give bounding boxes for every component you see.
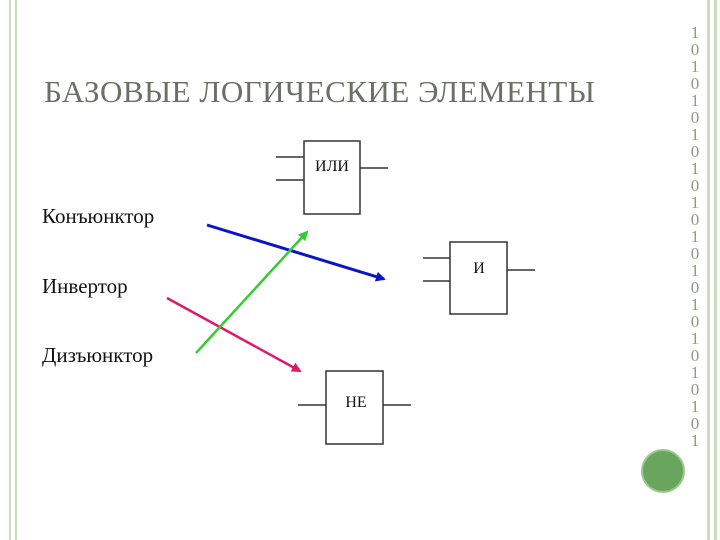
or-gate-body (303, 140, 361, 215)
binary-digit: 0 (690, 142, 700, 161)
binary-digit: 1 (690, 397, 700, 416)
binary-digit: 0 (690, 380, 700, 399)
and-gate: И (423, 241, 535, 315)
binary-digit: 0 (690, 414, 700, 433)
term-inverter: Инвертор (42, 274, 128, 298)
and-gate-body (449, 241, 508, 315)
left-border-stripe (9, 0, 11, 540)
arrow-conjunctor-to-and (206, 223, 386, 282)
binary-digit: 0 (690, 210, 700, 229)
binary-digit: 1 (690, 125, 700, 144)
binary-digit: 1 (690, 261, 700, 280)
not-gate-label: НЕ (345, 394, 366, 411)
not-gate-body (325, 370, 384, 445)
decorative-green-circle (641, 449, 685, 493)
or-gate: ИЛИ (276, 140, 388, 215)
binary-digit: 0 (690, 40, 700, 59)
or-gate-label: ИЛИ (315, 158, 349, 175)
binary-digit: 1 (690, 363, 700, 382)
binary-digit: 0 (690, 74, 700, 93)
binary-digit: 1 (690, 159, 700, 178)
and-gate-label: И (473, 260, 485, 277)
binary-digit: 0 (690, 312, 700, 331)
right-border-stripe (707, 0, 710, 540)
binary-digit: 0 (690, 176, 700, 195)
binary-digit: 1 (690, 431, 700, 450)
slide-title: БАЗОВЫЕ ЛОГИЧЕСКИЕ ЭЛЕМЕНТЫ (44, 74, 596, 109)
binary-digit: 1 (690, 329, 700, 348)
binary-digit: 1 (690, 295, 700, 314)
term-disjunctor: Дизъюнктор (42, 343, 154, 367)
binary-digit: 1 (690, 193, 700, 212)
binary-digit: 0 (690, 346, 700, 365)
binary-digit: 0 (690, 278, 700, 297)
left-border-stripe (15, 0, 17, 540)
arrow-disjunctor-to-or (195, 230, 309, 354)
binary-digit: 1 (690, 57, 700, 76)
right-border-stripe (714, 0, 717, 540)
not-gate: НЕ (298, 370, 411, 445)
term-conjunctor: Конъюнктор (42, 204, 155, 228)
binary-digit: 1 (690, 91, 700, 110)
arrow-inverter-to-not (166, 296, 302, 373)
binary-digit: 1 (690, 227, 700, 246)
binary-digit: 0 (690, 244, 700, 263)
binary-digit: 0 (690, 108, 700, 127)
binary-digit: 1 (690, 23, 700, 42)
